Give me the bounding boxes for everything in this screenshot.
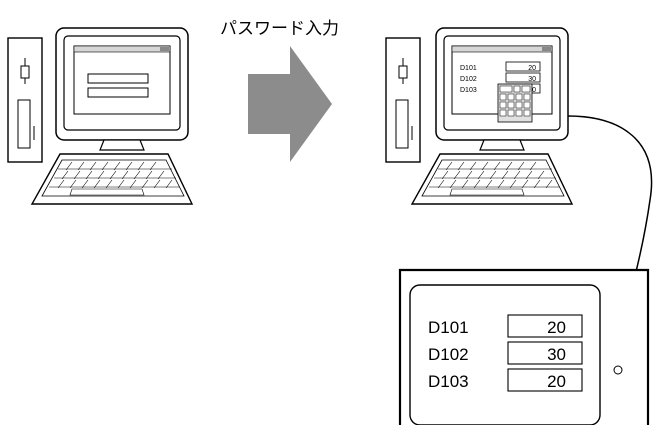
client-row-value: 20 (528, 65, 536, 72)
left-tower (7, 37, 43, 163)
password-input-caption: パスワード入力 (220, 19, 339, 39)
panel-row-field (507, 341, 583, 365)
panel-row-field (507, 314, 583, 338)
panel-row-label: D102 (428, 345, 469, 364)
left-computer (7, 27, 193, 205)
client-row-label: D101 (460, 65, 477, 72)
keypad-popup (497, 83, 533, 123)
panel-row-value: 30 (547, 345, 566, 364)
left-password-field (87, 87, 149, 98)
panel-row-label: D101 (428, 318, 469, 337)
left-keyboard (31, 153, 193, 205)
left-username-field (87, 73, 149, 84)
right-tower (385, 37, 421, 163)
client-row-value: 30 (528, 76, 536, 83)
panel-row-value: 20 (547, 372, 566, 391)
right-keyboard (411, 153, 573, 205)
panel-row-label: D103 (428, 372, 469, 391)
client-row-label: D103 (460, 87, 477, 94)
left-screen-window (73, 45, 171, 115)
client-row-field (505, 72, 541, 83)
right-arrow-icon (248, 46, 332, 162)
panel-indicator-dot (613, 365, 623, 375)
panel-row-value: 20 (547, 318, 566, 337)
client-row-field (505, 61, 541, 72)
panel-row-field (507, 368, 583, 392)
client-row-label: D102 (460, 76, 477, 83)
